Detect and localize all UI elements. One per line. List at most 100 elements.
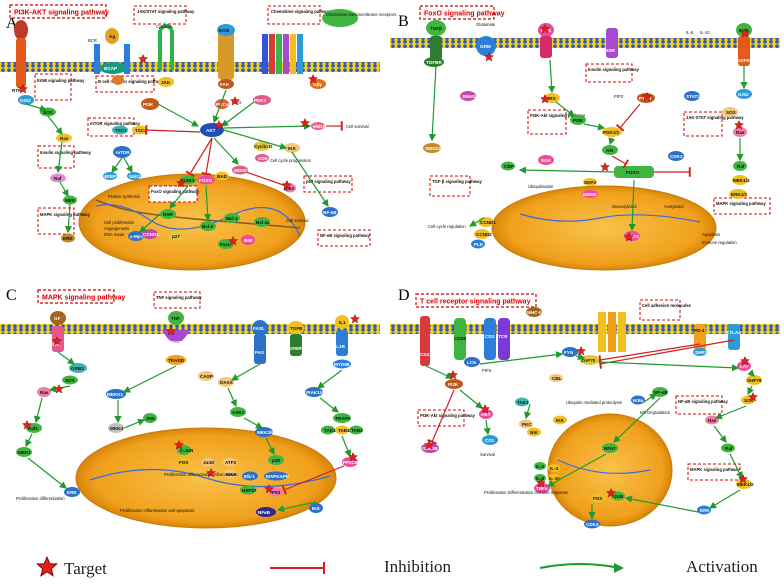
svg-text:p38: p38 — [272, 458, 280, 463]
svg-text:PP2CB: PP2CB — [343, 460, 359, 465]
panel-b-pathway-boxes: Insulin signaling pathway PI3K-Akt signa… — [429, 63, 771, 215]
svg-text:IKBa: IKBa — [633, 398, 644, 403]
svg-text:SOS: SOS — [744, 398, 754, 403]
svg-text:CD3: CD3 — [485, 334, 495, 339]
svg-text:ERK1/2: ERK1/2 — [731, 192, 748, 197]
svg-text:Ag: Ag — [109, 34, 115, 39]
svg-text:SOS: SOS — [43, 110, 53, 115]
svg-text:JNK: JNK — [146, 416, 156, 421]
svg-text:FAS: FAS — [255, 350, 264, 355]
svg-text:MEK1/2: MEK1/2 — [733, 178, 750, 183]
svg-text:Ras: Ras — [60, 136, 69, 141]
svg-text:PD-1: PD-1 — [694, 328, 705, 333]
svg-text:Mcl-1: Mcl-1 — [226, 216, 238, 221]
svg-text:NFAT: NFAT — [604, 446, 616, 451]
svg-text:Bcl-2: Bcl-2 — [202, 224, 214, 229]
panel-c-title: MAPK signaling pathway — [42, 295, 125, 302]
svg-text:CD4: CD4 — [420, 352, 430, 357]
rtk-receptor — [14, 20, 28, 40]
svg-text:Proliferation inflammation ant: Proliferation inflammation anti-apoptosi… — [120, 508, 194, 513]
svg-text:IL-10: IL-10 — [700, 30, 710, 35]
svg-text:TSC1: TSC1 — [115, 128, 127, 133]
svg-text:Raf: Raf — [737, 164, 745, 169]
svg-text:TGFBR: TGFBR — [426, 60, 443, 65]
svg-text:ERK: ERK — [700, 508, 710, 513]
panel-a-membrane — [0, 62, 380, 72]
svg-text:PDK1/2: PDK1/2 — [603, 130, 620, 135]
svg-text:TGFBR: TGFBR — [286, 346, 303, 351]
svg-text:ECM: ECM — [219, 28, 229, 33]
svg-text:INSR: INSR — [604, 48, 616, 53]
svg-text:FYN: FYN — [564, 350, 574, 355]
svg-text:IKK: IKK — [556, 418, 565, 423]
svg-text:Elk-1: Elk-1 — [244, 474, 255, 479]
svg-text:IRAK1/4: IRAK1/4 — [306, 390, 324, 395]
legend-activation-arrow — [539, 563, 621, 569]
svg-text:CTLA4: CTLA4 — [726, 330, 741, 335]
svg-text:TSC2: TSC2 — [135, 128, 147, 133]
svg-text:ATF2: ATF2 — [225, 460, 237, 465]
panel-a-arrows — [25, 89, 343, 234]
panel-b-title-box — [419, 5, 495, 20]
svg-text:IL-6: IL-6 — [686, 30, 694, 35]
svg-text:MDM2: MDM2 — [234, 168, 248, 173]
svg-text:Cell proliferation: Cell proliferation — [104, 220, 135, 225]
svg-text:LCK: LCK — [467, 360, 477, 365]
svg-text:Raf1: Raf1 — [28, 426, 38, 431]
svg-text:BIM: BIM — [244, 238, 253, 243]
svg-text:TAB1: TAB1 — [338, 428, 350, 433]
svg-text:Cytokine: Cytokine — [156, 24, 173, 29]
svg-text:MKK4: MKK4 — [110, 426, 123, 431]
svg-text:PKC: PKC — [522, 422, 532, 427]
svg-text:IL-2: IL-2 — [536, 464, 545, 469]
panel-d-letter: D — [398, 287, 410, 304]
svg-text:TAK1: TAK1 — [517, 400, 529, 405]
svg-text:EGFR: EGFR — [737, 58, 750, 63]
svg-text:NIK: NIK — [530, 430, 539, 435]
svg-text:CDK: CDK — [258, 156, 269, 161]
svg-text:Grb2: Grb2 — [738, 92, 749, 97]
svg-text:CCND2: CCND2 — [476, 232, 492, 237]
svg-text:Ubiquitination: Ubiquitination — [528, 184, 554, 189]
svg-text:TNF signaling pathway: TNF signaling pathway — [156, 295, 202, 300]
svg-text:DNA repair: DNA repair — [104, 232, 125, 237]
svg-text:SHP2: SHP2 — [695, 350, 707, 355]
svg-text:BCR: BCR — [88, 38, 97, 43]
svg-text:CASP: CASP — [200, 374, 213, 379]
panel-b-arrows — [428, 59, 748, 232]
svg-text:Cell adhesion molecules: Cell adhesion molecules — [642, 303, 692, 308]
svg-text:c-JUN: c-JUN — [180, 448, 194, 453]
svg-text:Protein synthesis: Protein synthesis — [108, 194, 140, 199]
box-a-mapk: MAPK signaling pathway — [40, 212, 90, 217]
panel-a: A PI3K-AKT signaling pathway JAK/STAT si… — [0, 4, 396, 271]
svg-text:FAK: FAK — [220, 82, 230, 87]
svg-text:FASL: FASL — [253, 326, 265, 331]
svg-text:MEK1: MEK1 — [18, 450, 31, 455]
svg-text:PI3K-Akt signaling pathway: PI3K-Akt signaling pathway — [530, 113, 586, 118]
box-a-insulin: Insulin signaling pathway — [40, 150, 92, 155]
legend-target-star-icon — [36, 556, 58, 577]
svg-text:NF-κB: NF-κB — [654, 390, 668, 395]
svg-text:NF-κB signaling pathway: NF-κB signaling pathway — [678, 399, 728, 404]
svg-text:ERK: ERK — [67, 490, 77, 495]
svg-text:Cell cycle progression: Cell cycle progression — [270, 158, 312, 163]
svg-text:FOS: FOS — [179, 460, 188, 465]
svg-text:ERK: ERK — [63, 236, 73, 241]
panel-c-nodes: GF RTK TNF TNFR TRADD CASP FASL FAS TGFB… — [16, 311, 363, 517]
svg-text:IL-10: IL-10 — [549, 476, 560, 481]
svg-text:BCAP: BCAP — [104, 66, 117, 71]
panel-d-receptors: CD4 CD28 CD3 TCR MHC-II PD-1 CTLA4 SHP2 — [420, 307, 741, 366]
panel-a-title-box — [9, 4, 107, 19]
panel-d-arrows — [425, 339, 755, 520]
svg-text:p27: p27 — [172, 234, 180, 239]
svg-text:Raf: Raf — [725, 446, 733, 451]
svg-text:JunD: JunD — [203, 460, 215, 465]
svg-text:4EBP1: 4EBP1 — [104, 174, 119, 179]
svg-text:TCR: TCR — [498, 334, 508, 339]
svg-text:Ubiquitin mediated proteolysis: Ubiquitin mediated proteolysis — [566, 400, 622, 405]
panel-a-dna — [95, 199, 301, 229]
svg-text:Bcl-xL: Bcl-xL — [256, 220, 270, 225]
svg-text:SHP76: SHP76 — [747, 378, 762, 383]
panel-a-signaling-nodes: Grb2 Gβγ PI3K PIP3 PDK1 PKCα AKT Cell su… — [18, 75, 369, 249]
svg-text:AKT: AKT — [206, 128, 216, 133]
